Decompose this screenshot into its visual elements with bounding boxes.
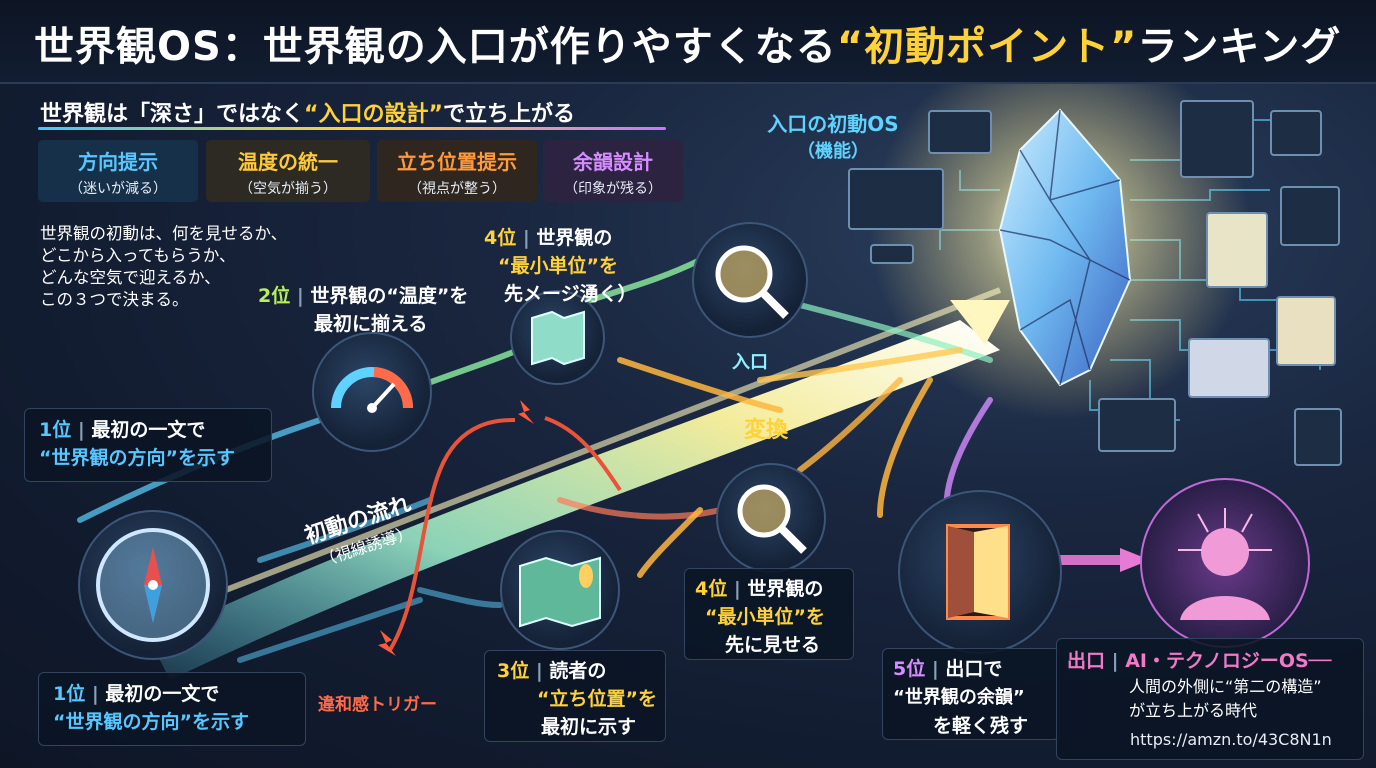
rank4-bottom-box: 4位 | 世界観の “最小単位”を 先に見せる bbox=[684, 568, 854, 660]
subtitle-underline bbox=[38, 127, 666, 130]
map-icon bbox=[500, 530, 620, 650]
title-bar bbox=[0, 0, 1376, 84]
tag-temperature: 温度の統一（空気が揃う） bbox=[206, 140, 370, 202]
page-title: 世界観OS：世界観の入口が作りやすくなる“初動ポイント”ランキング bbox=[34, 24, 1342, 70]
iwakan-trigger-label: 違和感トリガー bbox=[318, 695, 437, 715]
door-icon bbox=[898, 490, 1062, 654]
rank5-box: 5位 | 出口で “世界観の余韻” を軽く残す bbox=[882, 648, 1060, 740]
gauge-icon bbox=[312, 332, 432, 452]
monitor-4 bbox=[1270, 110, 1322, 156]
monitor-11 bbox=[870, 244, 914, 264]
monitor-3 bbox=[1180, 100, 1254, 178]
tag-afterglow: 余韻設計（印象が残る） bbox=[543, 140, 683, 202]
rank1-bottom-box: 1位 | 最初の一文で “世界観の方向”を示す bbox=[38, 672, 306, 746]
henkan-label: 変換 bbox=[744, 418, 789, 443]
os-title: 入口の初動OS（機能） bbox=[767, 112, 899, 162]
rank2-label: 2位 | 世界観の“温度”を 最初に揃える bbox=[258, 285, 469, 335]
monitor-9 bbox=[1098, 398, 1176, 452]
intro-text: 世界観の初動は、何を見せるか、どこから入ってもらうか、どんな空気で迎えるか、この… bbox=[40, 224, 288, 309]
compass-icon bbox=[78, 510, 228, 660]
monitor-8 bbox=[1276, 296, 1336, 366]
rank3-box: 3位 | 読者の “立ち位置”を 最初に示す bbox=[484, 650, 666, 742]
rank1-top-box: 1位 | 最初の一文で “世界観の方向”を示す bbox=[24, 408, 272, 482]
monitor-6 bbox=[1206, 212, 1268, 288]
source-url[interactable]: https://amzn.to/43C8N1n bbox=[1130, 730, 1332, 749]
tag-position: 立ち位置提示（視点が整う） bbox=[377, 140, 537, 202]
exit-box: 出口 | AI・テクノロジーOS── 人間の外側に“第二の構造” が立ち上がる時… bbox=[1056, 638, 1364, 760]
book-icon bbox=[510, 290, 605, 385]
iriguchi-label: 入口 bbox=[732, 352, 768, 373]
monitor-5 bbox=[1280, 186, 1340, 246]
tag-direction: 方向提示（迷いが減る） bbox=[38, 140, 198, 202]
monitor-7 bbox=[1188, 338, 1270, 398]
magnifier-bottom-icon bbox=[716, 463, 826, 573]
monitor-1 bbox=[928, 110, 992, 154]
monitor-10 bbox=[1294, 408, 1342, 466]
monitor-2 bbox=[848, 168, 944, 230]
ai-head-icon bbox=[1140, 478, 1310, 648]
subtitle: 世界観は「深さ」ではなく“入口の設計”で立ち上がる bbox=[40, 102, 575, 127]
rank4-top-label: 4位 | 世界観の “最小単位”を 先メージ湧く） bbox=[484, 227, 637, 305]
magnifier-top-icon bbox=[692, 222, 808, 338]
